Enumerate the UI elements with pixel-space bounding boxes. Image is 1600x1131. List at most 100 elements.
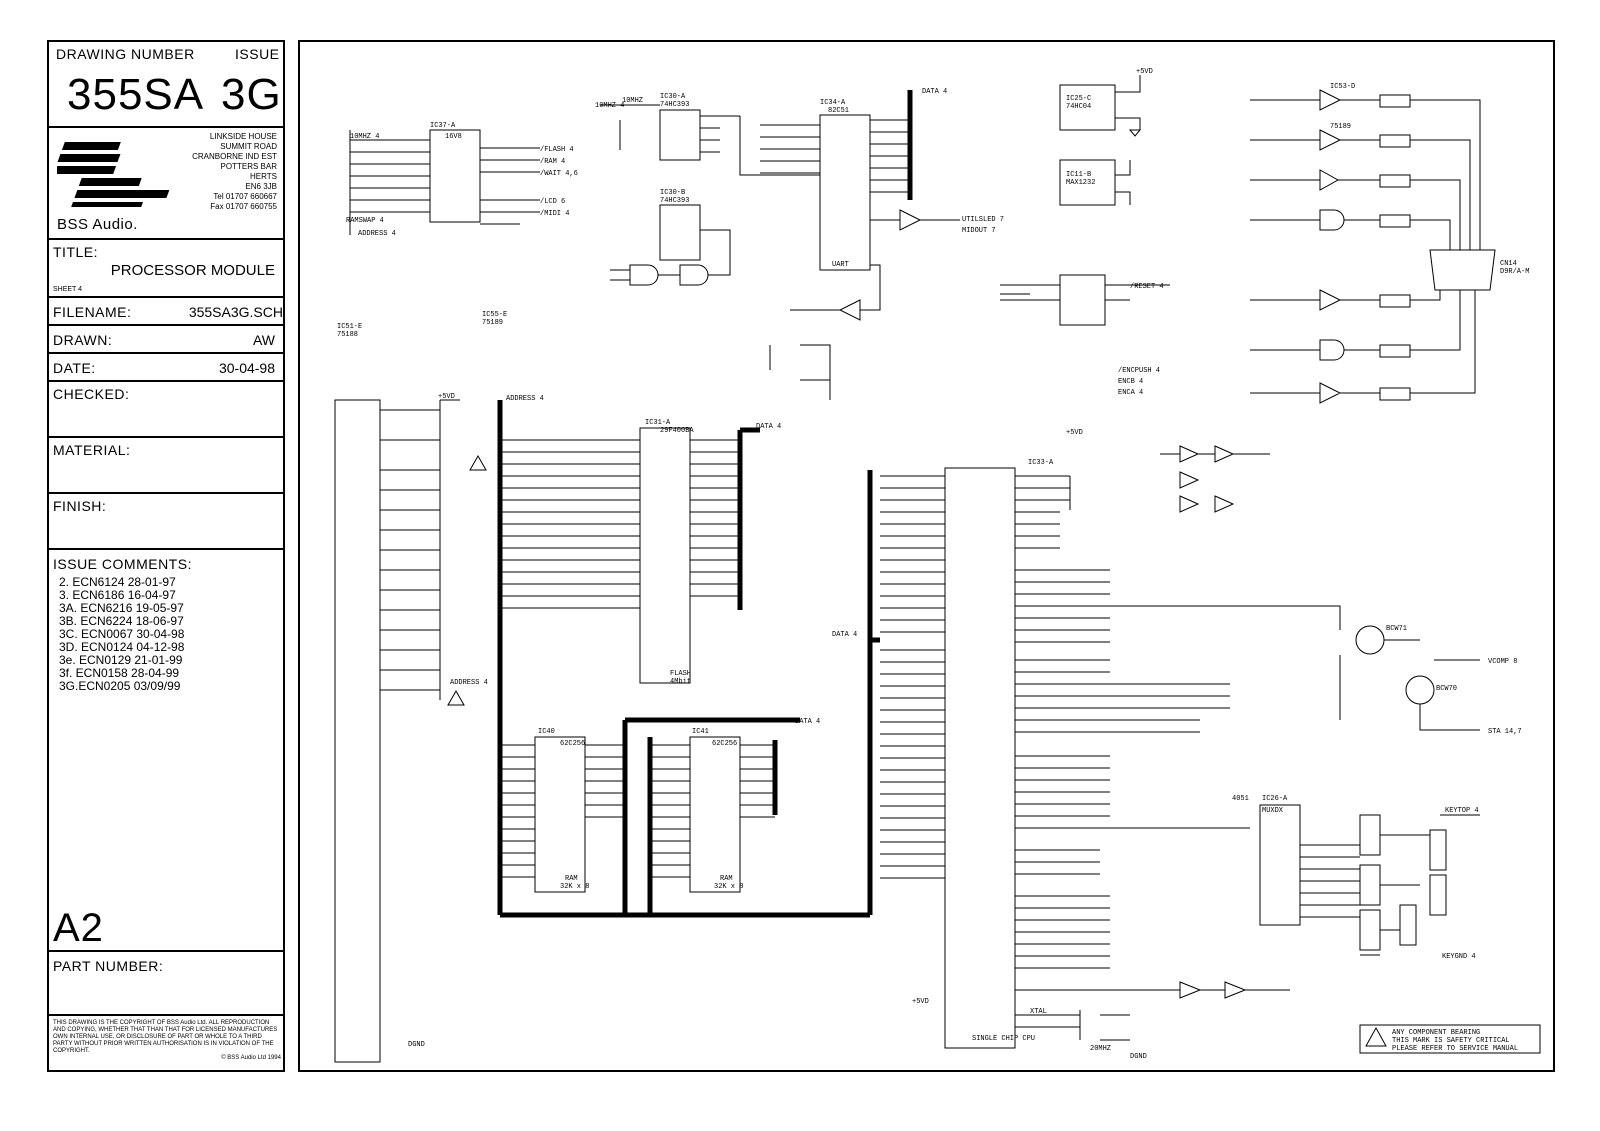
net-reset4: /RESET 4 xyxy=(1130,283,1164,291)
connector-label: CN14 xyxy=(1500,260,1517,268)
tr8-part: BCW71 xyxy=(1386,625,1407,633)
net-enca: ENCA 4 xyxy=(1118,389,1143,397)
drawn-value: AW xyxy=(252,332,275,348)
drawing-title: PROCESSOR MODULE xyxy=(110,262,275,279)
ic51e-part: 75188 xyxy=(337,331,358,339)
net-data4-cpu: DATA 4 xyxy=(832,631,857,639)
ic41-size: 32K x 8 xyxy=(714,883,743,891)
title-block: DRAWING NUMBER ISSUE 355SA 3G BSS Audio.… xyxy=(47,40,285,1072)
ic30a-part: 74HC393 xyxy=(660,101,689,109)
bss-logo xyxy=(57,142,170,207)
net-utilsled: UTILSLED 7 xyxy=(962,216,1004,224)
issue-comment: 2. ECN6124 28-01-97 xyxy=(59,575,176,589)
copyright-notice: THIS DRAWING IS THE COPYRIGHT OF BSS Aud… xyxy=(53,1020,281,1061)
net-address4-c: ADDRESS 4 xyxy=(450,679,488,687)
part-number-cell: PART NUMBER: xyxy=(49,952,283,1016)
caution-line-3: PLEASE REFER TO SERVICE MANUAL xyxy=(1392,1045,1518,1053)
ic40-ram: RAM xyxy=(565,875,578,883)
ic55e-part: 75189 xyxy=(482,319,503,327)
issue-comment: 3B. ECN6224 18-06-97 xyxy=(59,614,184,628)
net-vcc-a: +5VD xyxy=(1136,68,1153,76)
ic34-label: IC34-A xyxy=(820,99,846,107)
drawing-number-cell: DRAWING NUMBER ISSUE 355SA 3G xyxy=(49,42,283,128)
caution-box xyxy=(1359,1024,1541,1054)
issue-comment: 3G.ECN0205 03/09/99 xyxy=(59,679,181,693)
issue-comment: 3. ECN6186 16-04-97 xyxy=(59,588,176,602)
tr16-part: BCW70 xyxy=(1436,685,1457,693)
ic31-label: IC31-A xyxy=(645,419,671,427)
net-mhz: 10MHZ xyxy=(622,97,643,105)
ic26-label: IC26-A xyxy=(1262,795,1288,803)
db9-connector xyxy=(1429,249,1496,291)
company-name: BSS Audio. xyxy=(57,216,138,233)
ic55e-label: IC55-E xyxy=(482,311,507,319)
net-data4-flash: DATA 4 xyxy=(756,423,781,431)
issue-value: 3G xyxy=(221,70,282,119)
ic40-part: 62C256 xyxy=(560,740,585,748)
issue-comment: 3e. ECN0129 21-01-99 xyxy=(59,653,183,667)
ic40-size: 32K x 8 xyxy=(560,883,589,891)
ic31-flash-body xyxy=(639,427,691,684)
filename-value: 355SA3G.SCH xyxy=(188,304,283,320)
ic34-part: 82C51 xyxy=(828,107,849,115)
ic11a-body xyxy=(1059,274,1106,326)
issue-comment: 3A. ECN6216 19-05-97 xyxy=(59,601,184,615)
ic53d-label: IC53-D xyxy=(1330,83,1355,91)
connector-part: D9R/A-M xyxy=(1500,268,1529,276)
net-data4-top: DATA 4 xyxy=(922,88,947,96)
issue-comment: 3f. ECN0158 28-04-99 xyxy=(59,666,180,680)
part-number-label: PART NUMBER: xyxy=(53,958,164,974)
net-keygnd: KEYGND 4 xyxy=(1442,953,1476,961)
ic37-body xyxy=(429,129,481,223)
company-address: LINKSIDE HOUSE SUMMIT ROAD CRANBORNE IND… xyxy=(192,132,277,211)
net-xtal-freq: 20MHZ xyxy=(1090,1045,1111,1053)
net-encpush: /ENCPUSH 4 xyxy=(1118,367,1160,375)
ic30a-body xyxy=(659,109,701,161)
net-ram4: /RAM 4 xyxy=(540,158,565,166)
ic31-part: 29F400BA xyxy=(660,427,694,435)
net-clk: 10MHZ 4 xyxy=(350,133,379,141)
ic31-flash: FLASH xyxy=(670,670,691,678)
ic25c-part: 74HC04 xyxy=(1066,103,1091,111)
sheet-number: SHEET 4 xyxy=(53,286,83,293)
ic37-part: 16V8 xyxy=(445,133,462,141)
ic41-ram-body xyxy=(689,736,741,893)
ic40-ram-body xyxy=(534,736,586,893)
ic25c-body xyxy=(1059,84,1116,131)
material-label: MATERIAL: xyxy=(53,442,131,458)
ic30a-label: IC30-A xyxy=(660,93,686,101)
ic25c-label: IC25-C xyxy=(1066,95,1091,103)
issue-label: ISSUE xyxy=(235,46,280,62)
ic33-label: IC33-A xyxy=(1028,459,1054,467)
net-data4-ram: DATA 4 xyxy=(795,718,820,726)
drawing-number: 355SA xyxy=(67,70,205,119)
net-sta: STA 14,7 xyxy=(1488,728,1522,736)
net-flash4: /FLASH 4 xyxy=(540,146,574,154)
net-dgnd-a: DGND xyxy=(408,1041,425,1049)
ic30b-label: IC30-B xyxy=(660,189,685,197)
caution-line-2: THIS MARK IS SAFETY CRITICAL xyxy=(1392,1037,1510,1045)
finish-cell: FINISH: xyxy=(49,494,283,550)
ic33-cpu-body xyxy=(944,467,1016,1049)
net-lcd: /LCD 6 xyxy=(540,198,565,206)
date-value: 30-04-98 xyxy=(218,360,275,376)
net-address4-b: ADDRESS 4 xyxy=(506,395,544,403)
muxdx-label: MUXDX xyxy=(1262,807,1284,815)
ic31-size: 4Mbit xyxy=(670,678,691,686)
company-cell: BSS Audio. LINKSIDE HOUSE SUMMIT ROAD CR… xyxy=(49,128,283,240)
power-pin-column xyxy=(334,399,381,1063)
cpu-label: SINGLE CHIP CPU xyxy=(972,1035,1035,1043)
ic41-part: 62C256 xyxy=(712,740,737,748)
caution-line-1: ANY COMPONENT BEARING xyxy=(1392,1029,1480,1037)
net-encb: ENCB 4 xyxy=(1118,378,1143,386)
ic41-ram: RAM xyxy=(720,875,733,883)
ic34-body xyxy=(819,114,871,271)
net-address4-a: ADDRESS 4 xyxy=(358,230,396,238)
ic53d-part: 75189 xyxy=(1330,123,1351,131)
drawing-number-label: DRAWING NUMBER xyxy=(56,46,195,62)
drawn-cell: DRAWN: AW xyxy=(49,326,283,354)
issue-comments-label: ISSUE COMMENTS: xyxy=(53,556,192,572)
net-xtal: XTAL xyxy=(1030,1008,1047,1016)
net-wait: /WAIT 4,6 xyxy=(540,170,578,178)
